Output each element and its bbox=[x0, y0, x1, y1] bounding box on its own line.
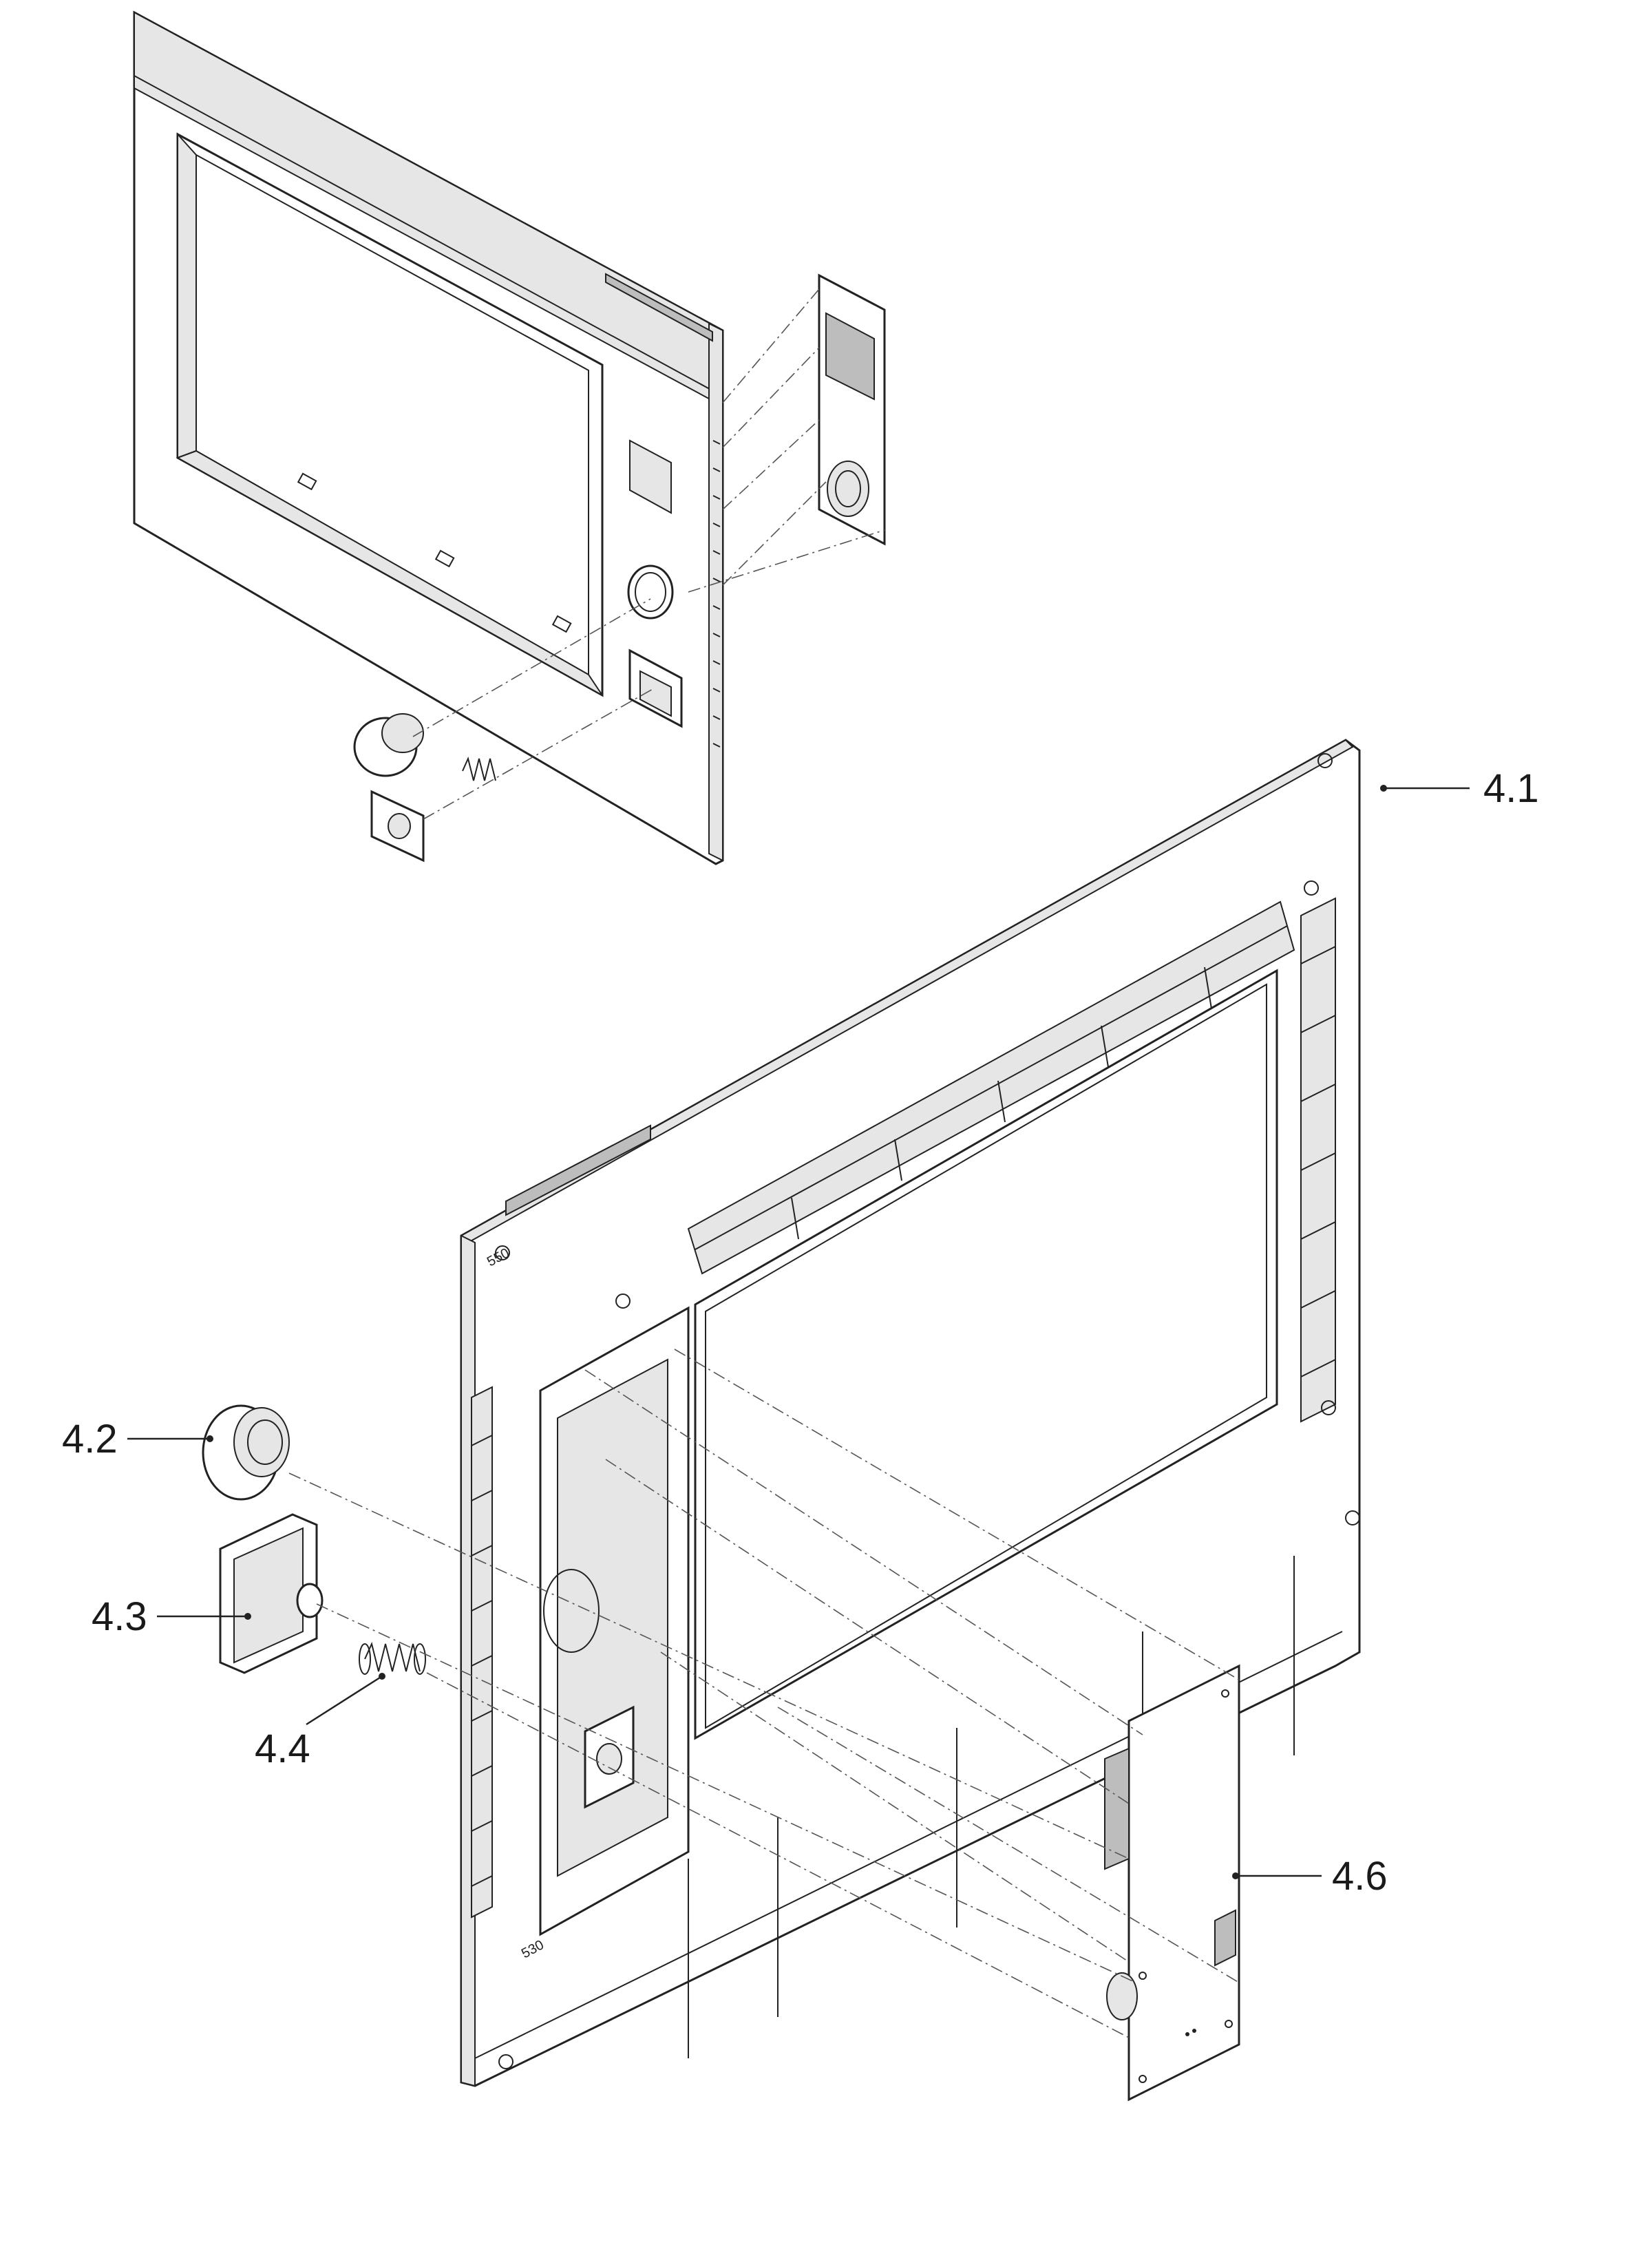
part-4-3-button-housing bbox=[219, 1513, 324, 1674]
upper-knob bbox=[353, 713, 424, 777]
front-panel-display-cutout bbox=[629, 439, 672, 514]
part-4-2-knob bbox=[202, 1404, 290, 1501]
callout-4-4-label: 4.4 bbox=[255, 1726, 310, 1771]
rear-frame-left-vents bbox=[471, 1386, 493, 1919]
lower-alignment-lines bbox=[288, 1349, 1240, 2038]
callout-4-2: 4.2 bbox=[62, 1417, 213, 1461]
callout-4-6-label: 4.6 bbox=[1332, 1854, 1388, 1899]
top-vent-slots bbox=[605, 273, 713, 342]
callout-4-3: 4.3 bbox=[92, 1594, 251, 1639]
front-panel-side-vents bbox=[712, 440, 721, 748]
rear-frame-ribs bbox=[687, 900, 1295, 1275]
part-4-6-circuit-board bbox=[1104, 1664, 1240, 2102]
upper-alignment-lines bbox=[412, 288, 885, 820]
front-panel-assembly bbox=[133, 10, 724, 865]
callout-4-6: 4.6 bbox=[1232, 1854, 1388, 1899]
callout-4-4: 4.4 bbox=[255, 1673, 385, 1771]
callout-4-3-label: 4.3 bbox=[92, 1594, 147, 1639]
rear-frame-control-bracket bbox=[539, 1306, 690, 1936]
upper-control-board bbox=[818, 273, 886, 546]
callout-4-2-label: 4.2 bbox=[62, 1417, 118, 1461]
upper-button-housing bbox=[370, 790, 425, 863]
rear-frame-right-clips bbox=[1300, 897, 1336, 1423]
rear-frame-window bbox=[694, 969, 1278, 1740]
callout-4-1-label: 4.1 bbox=[1483, 766, 1539, 811]
rear-frame-top-vent bbox=[505, 1124, 651, 1216]
part-4-4-spring bbox=[359, 1641, 426, 1675]
front-panel-edge bbox=[708, 322, 723, 862]
callout-4-1: 4.1 bbox=[1380, 766, 1539, 811]
upper-spring bbox=[462, 756, 496, 781]
